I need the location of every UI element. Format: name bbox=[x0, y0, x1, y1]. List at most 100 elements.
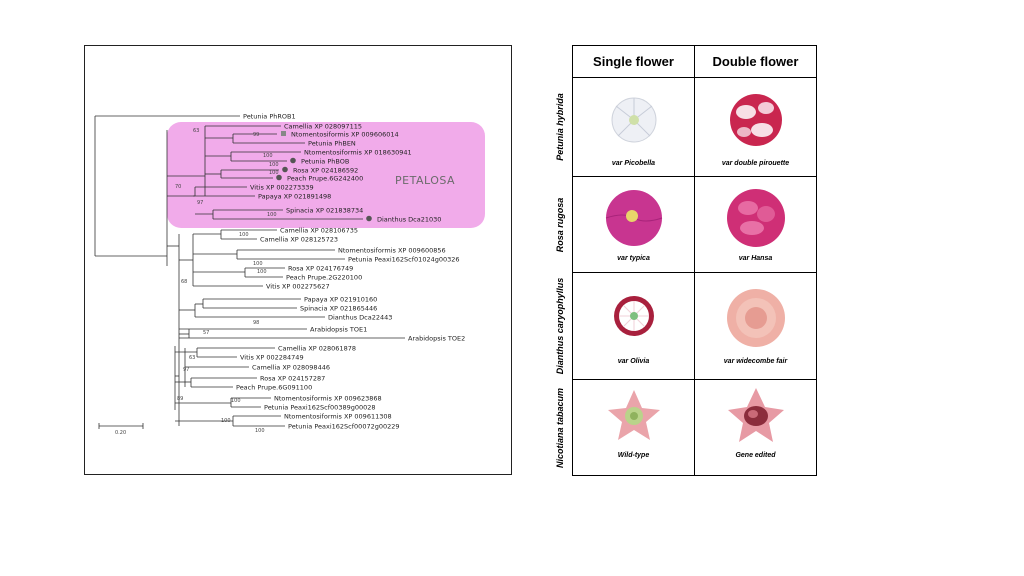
taxon-label: Camellia XP 028097115 bbox=[284, 122, 362, 130]
bootstrap-value: 68 bbox=[181, 279, 187, 285]
bootstrap-value: 97 bbox=[183, 367, 189, 373]
scale-bar: 0.20 bbox=[98, 423, 144, 436]
single-flower-header: Single flower bbox=[572, 45, 695, 78]
bootstrap-value: 100 bbox=[255, 428, 265, 434]
bootstrap-value: 97 bbox=[197, 200, 203, 206]
taxon-label: Spinacia XP 021865446 bbox=[300, 304, 377, 312]
single-flower-cell: var typica bbox=[572, 176, 695, 273]
petunia-double-flower-image bbox=[729, 94, 782, 146]
taxon-label: Vitis XP 002284749 bbox=[240, 353, 304, 361]
gene-marker-dot bbox=[276, 174, 282, 181]
taxon-label: Vitis XP 002273339 bbox=[250, 183, 314, 191]
bootstrap-value: 63 bbox=[193, 128, 199, 134]
petunia-single-flower-image bbox=[611, 97, 656, 143]
taxon-label: Papaya XP 021891498 bbox=[258, 192, 331, 200]
double-flower-caption: var widecombe fair bbox=[723, 358, 788, 365]
taxon-label: Petunia Peaxi162Scf00072g00229 bbox=[288, 422, 400, 430]
double-flower-caption: var Hansa bbox=[738, 255, 773, 262]
double-flower-caption: Gene edited bbox=[735, 452, 776, 459]
gene-marker-dot bbox=[366, 215, 372, 222]
taxon-label: Ntomentosiformis XP 009611308 bbox=[284, 412, 392, 420]
taxon-label: Peach Prupe.6G091100 bbox=[236, 383, 312, 391]
species-label-cell: Dianthus caryophyllus bbox=[548, 273, 573, 380]
taxon-label: Petunia Peaxi162Scf00389g00028 bbox=[264, 403, 376, 411]
bootstrap-value: 70 bbox=[175, 184, 181, 190]
bootstrap-value: 100 bbox=[221, 418, 231, 424]
nicotiana-double-flower-image bbox=[727, 388, 784, 442]
bootstrap-value: 100 bbox=[253, 261, 263, 267]
bootstrap-value: 98 bbox=[253, 320, 259, 326]
bootstrap-value: 100 bbox=[263, 153, 273, 159]
dianthus-single-flower-image bbox=[613, 296, 654, 336]
gene-marker-dot bbox=[290, 157, 296, 164]
taxon-label: Petunia PhBEN bbox=[308, 139, 356, 147]
table-corner bbox=[548, 46, 573, 78]
single-flower-cell: var Picobella bbox=[572, 77, 695, 177]
taxon-label: Rosa XP 024157287 bbox=[260, 374, 325, 382]
bootstrap-value: 100 bbox=[269, 162, 279, 168]
species-label: Nicotiana tabacum bbox=[555, 387, 565, 468]
double-flower-header: Double flower bbox=[694, 45, 817, 78]
taxon-label: Petunia Peaxi162Scf01024g00326 bbox=[348, 255, 460, 263]
taxon-label: Peach Prupe.2G220100 bbox=[286, 273, 362, 281]
taxon-label: Petunia PhROB1 bbox=[243, 112, 296, 120]
petalosa-label: PETALOSA bbox=[395, 174, 455, 187]
taxon-label: Papaya XP 021910160 bbox=[304, 295, 377, 303]
bootstrap-value: 100 bbox=[239, 232, 249, 238]
species-label-cell: Petunia hybrida bbox=[548, 78, 573, 177]
table-row-dianthus: Dianthus caryophyllus var Olivia bbox=[548, 272, 817, 380]
bootstrap-value: 99 bbox=[253, 132, 259, 138]
table-row-petunia: Petunia hybrida var Picobella bbox=[548, 77, 817, 177]
species-label: Petunia hybrida bbox=[555, 93, 565, 161]
bootstrap-value: 57 bbox=[203, 330, 209, 336]
double-flower-cell: var double pirouette bbox=[694, 77, 817, 177]
single-flower-caption: Wild-type bbox=[617, 452, 650, 459]
taxon-label: Vitis XP 002275627 bbox=[266, 282, 330, 290]
taxon-label: Ntomentosiformis XP 009606014 bbox=[291, 130, 399, 138]
taxon-label: Rosa XP 024176749 bbox=[288, 264, 353, 272]
taxon-label: Arabidopsis TOE1 bbox=[310, 325, 367, 333]
taxon-label: Arabidopsis TOE2 bbox=[408, 334, 465, 342]
scale-bar-label: 0.20 bbox=[115, 430, 126, 436]
table-row-rosa: Rosa rugosa var typica var Hansa bbox=[548, 176, 817, 273]
bootstrap-value: 89 bbox=[177, 396, 183, 402]
rosa-double-flower-image bbox=[726, 189, 785, 247]
taxon-label: Petunia PhBOB bbox=[301, 157, 349, 165]
taxon-label: Rosa XP 024186592 bbox=[293, 166, 358, 174]
bootstrap-values: 6399100100100709710010010068100985763978… bbox=[175, 128, 279, 434]
flower-comparison-table: Single flower Double flower Petunia hybr… bbox=[548, 45, 817, 476]
single-flower-caption: var typica bbox=[617, 255, 650, 262]
species-label-cell: Rosa rugosa bbox=[548, 177, 573, 273]
bootstrap-value: 100 bbox=[231, 398, 241, 404]
double-flower-cell: Gene edited bbox=[694, 379, 817, 476]
gene-marker-square bbox=[281, 131, 286, 136]
taxon-label: Camellia XP 028061878 bbox=[278, 344, 356, 352]
tree-branches bbox=[94, 115, 405, 427]
taxon-label: Ntomentosiformis XP 009600856 bbox=[338, 246, 446, 254]
taxon-label: Ntomentosiformis XP 009623868 bbox=[274, 394, 382, 402]
double-flower-caption: var double pirouette bbox=[721, 160, 790, 167]
double-flower-cell: var widecombe fair bbox=[694, 272, 817, 380]
species-label: Rosa rugosa bbox=[555, 197, 565, 252]
gene-marker-dot bbox=[282, 166, 288, 173]
double-flower-cell: var Hansa bbox=[694, 176, 817, 273]
single-flower-caption: var Picobella bbox=[611, 160, 656, 167]
bootstrap-value: 100 bbox=[269, 170, 279, 176]
petalosa-clade-highlight bbox=[167, 122, 485, 228]
bootstrap-value: 100 bbox=[267, 212, 277, 218]
taxon-label: Dianthus Dca22443 bbox=[328, 313, 392, 321]
table-header-row: Single flower Double flower bbox=[548, 45, 817, 78]
single-flower-caption: var Olivia bbox=[617, 358, 650, 365]
taxon-label: Camellia XP 028125723 bbox=[260, 235, 338, 243]
species-label: Dianthus caryophyllus bbox=[555, 277, 565, 375]
nicotiana-single-flower-image bbox=[607, 390, 660, 440]
single-flower-cell: var Olivia bbox=[572, 272, 695, 380]
species-label-cell: Nicotiana tabacum bbox=[548, 380, 573, 476]
table-row-nicotiana: Nicotiana tabacum Wild-type Gene edited bbox=[548, 379, 817, 476]
single-flower-cell: Wild-type bbox=[572, 379, 695, 476]
taxon-label: Spinacia XP 021838734 bbox=[286, 206, 363, 214]
taxon-label: Ntomentosiformis XP 018630941 bbox=[304, 148, 412, 156]
